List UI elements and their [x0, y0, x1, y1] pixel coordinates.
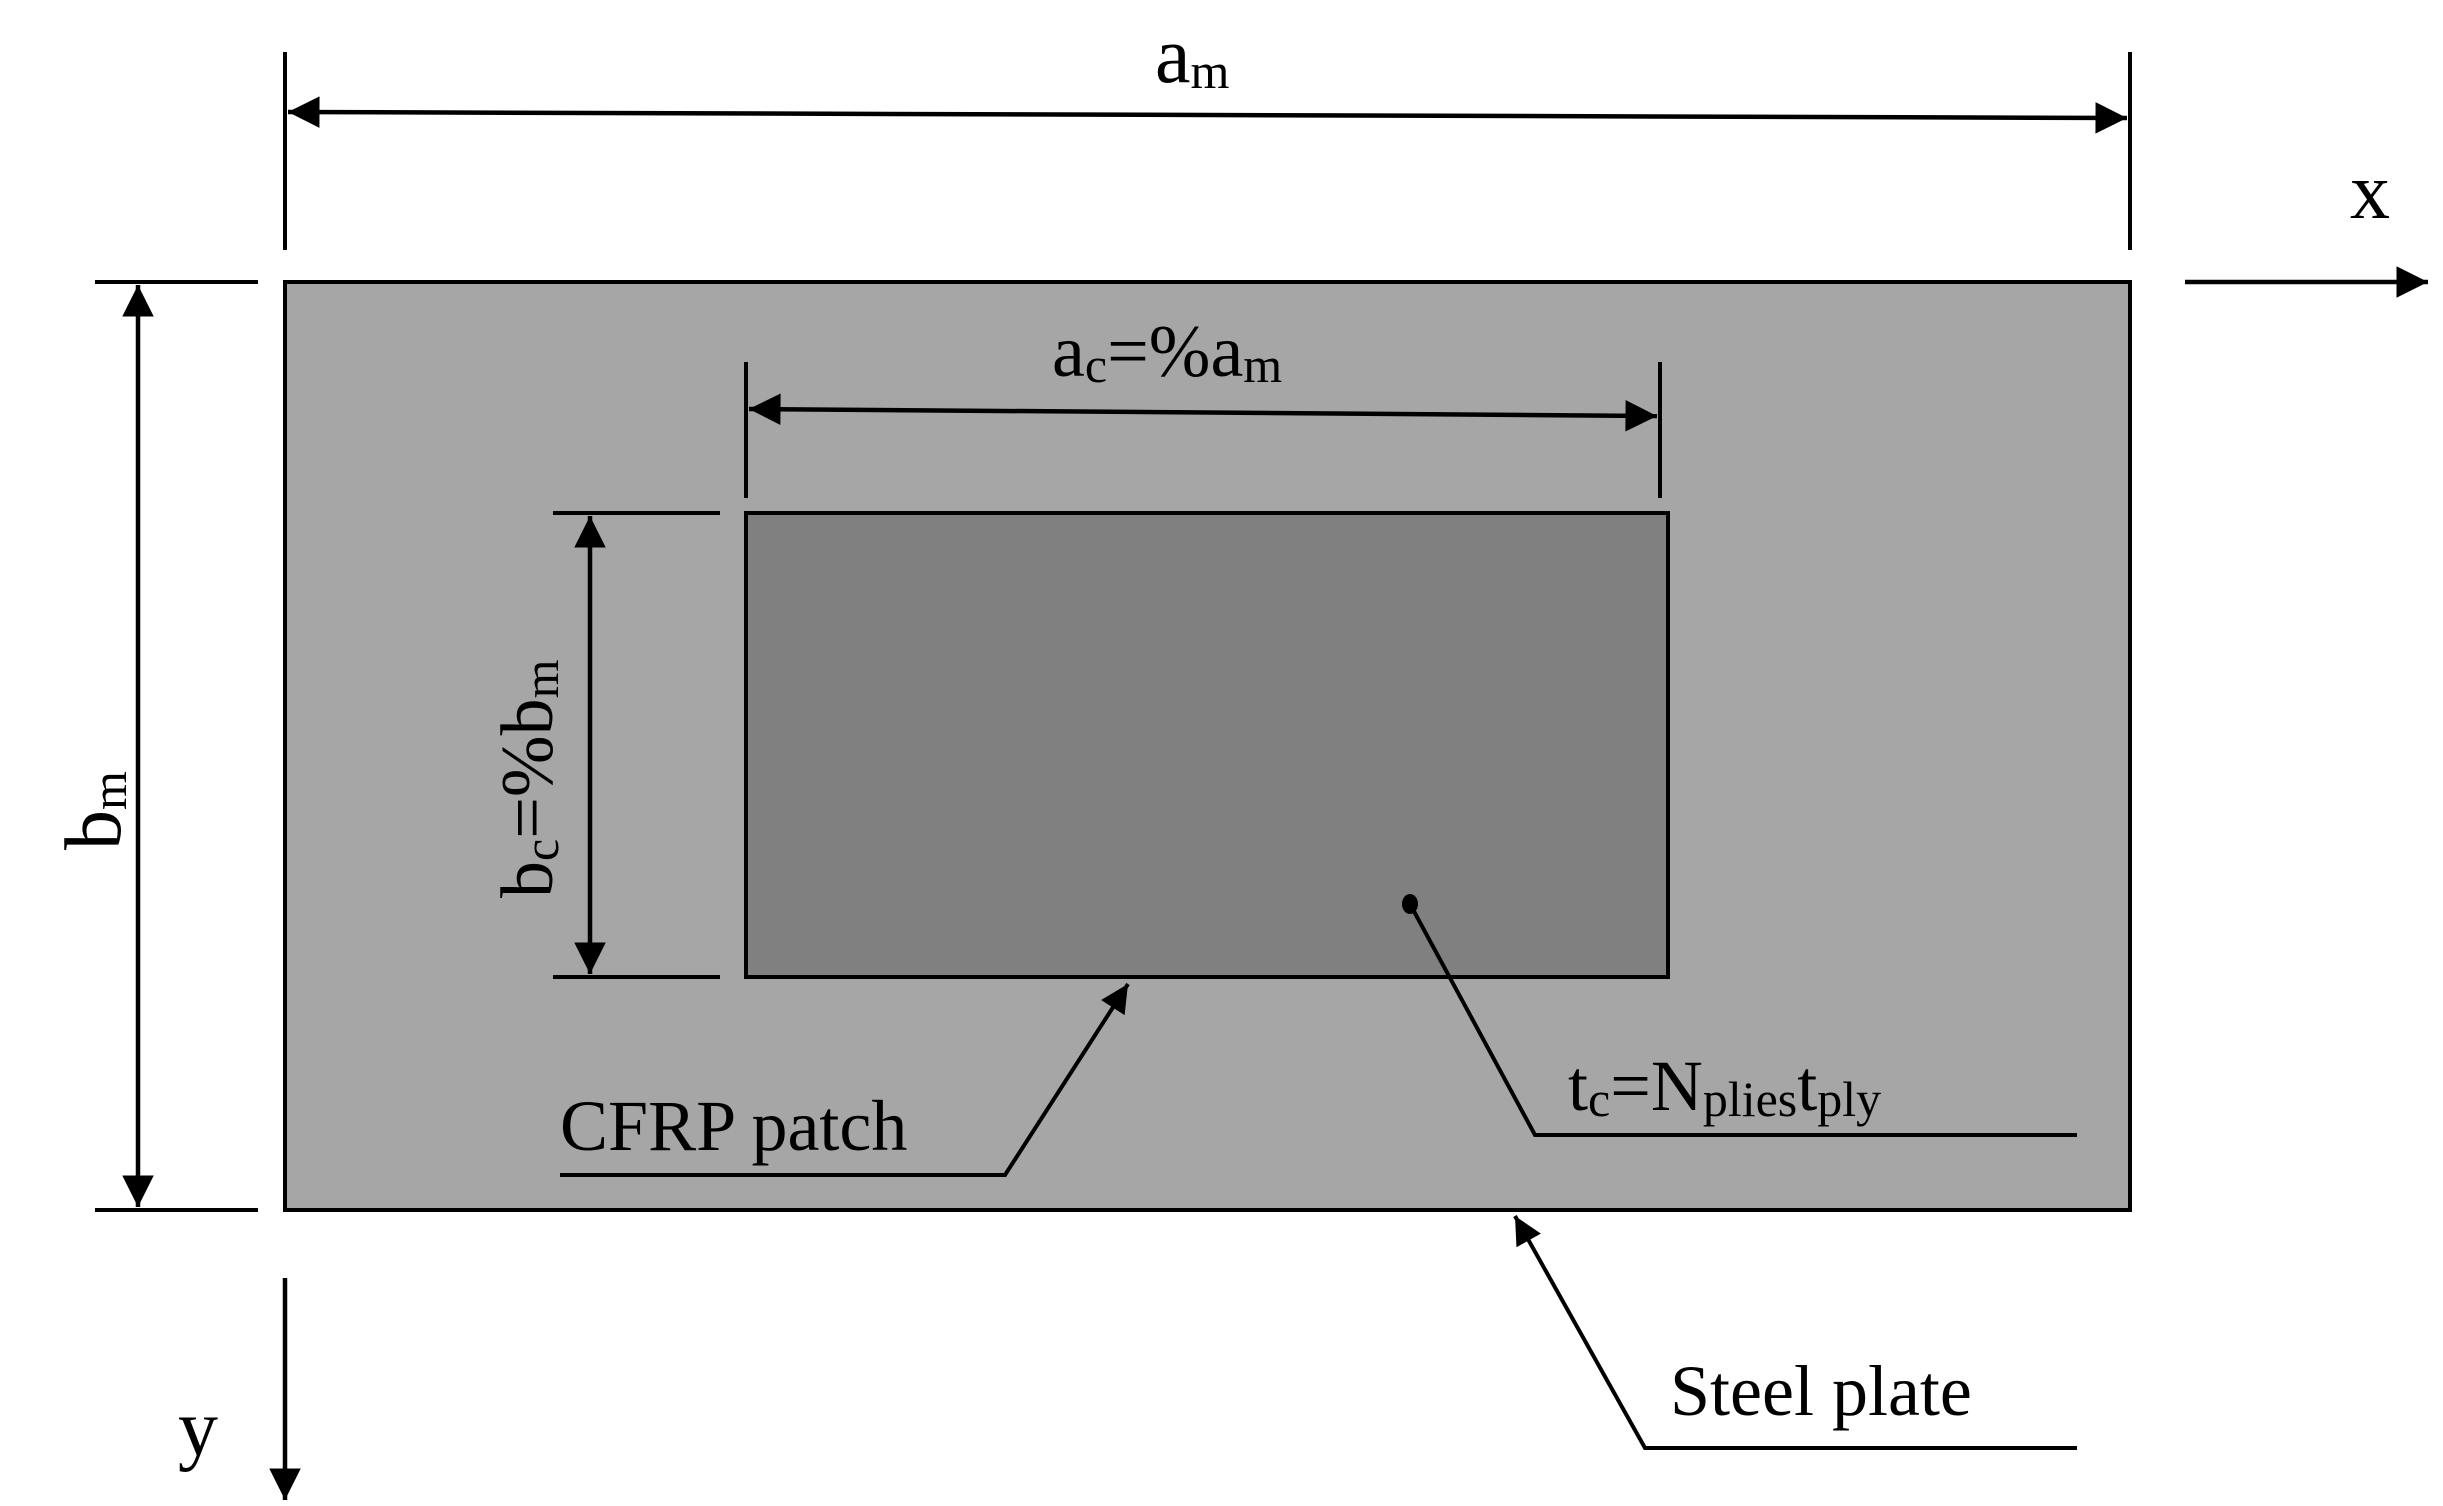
dimension-a-m: am — [283, 12, 2132, 250]
label-b-c: bc=%bm — [487, 659, 569, 898]
dimension-b-c: bc=%bm — [487, 511, 720, 979]
y-axis: y — [178, 1278, 301, 1500]
cfrp-patch-label: CFRP patch — [560, 1086, 907, 1166]
thickness-label: tc=Npliestply — [1568, 1046, 1881, 1127]
x-axis: x — [2185, 148, 2428, 298]
label-a-m: am — [1155, 12, 1230, 100]
dimension-a-c: ac=%am — [744, 311, 1662, 498]
steel-plate-callout: Steel plate — [1513, 1215, 2077, 1450]
y-axis-label: y — [178, 1385, 218, 1473]
cfrp-patch — [744, 511, 1670, 979]
steel-plate-label: Steel plate — [1670, 1351, 1972, 1431]
thickness-callout: tc=Npliestply — [1402, 894, 2077, 1137]
label-b-m: bm — [50, 771, 138, 850]
x-axis-label: x — [2350, 148, 2390, 236]
label-a-c: ac=%am — [1052, 311, 1282, 393]
dimension-b-m: bm — [50, 280, 258, 1212]
cfrp-patch-callout: CFRP patch — [560, 982, 1130, 1177]
